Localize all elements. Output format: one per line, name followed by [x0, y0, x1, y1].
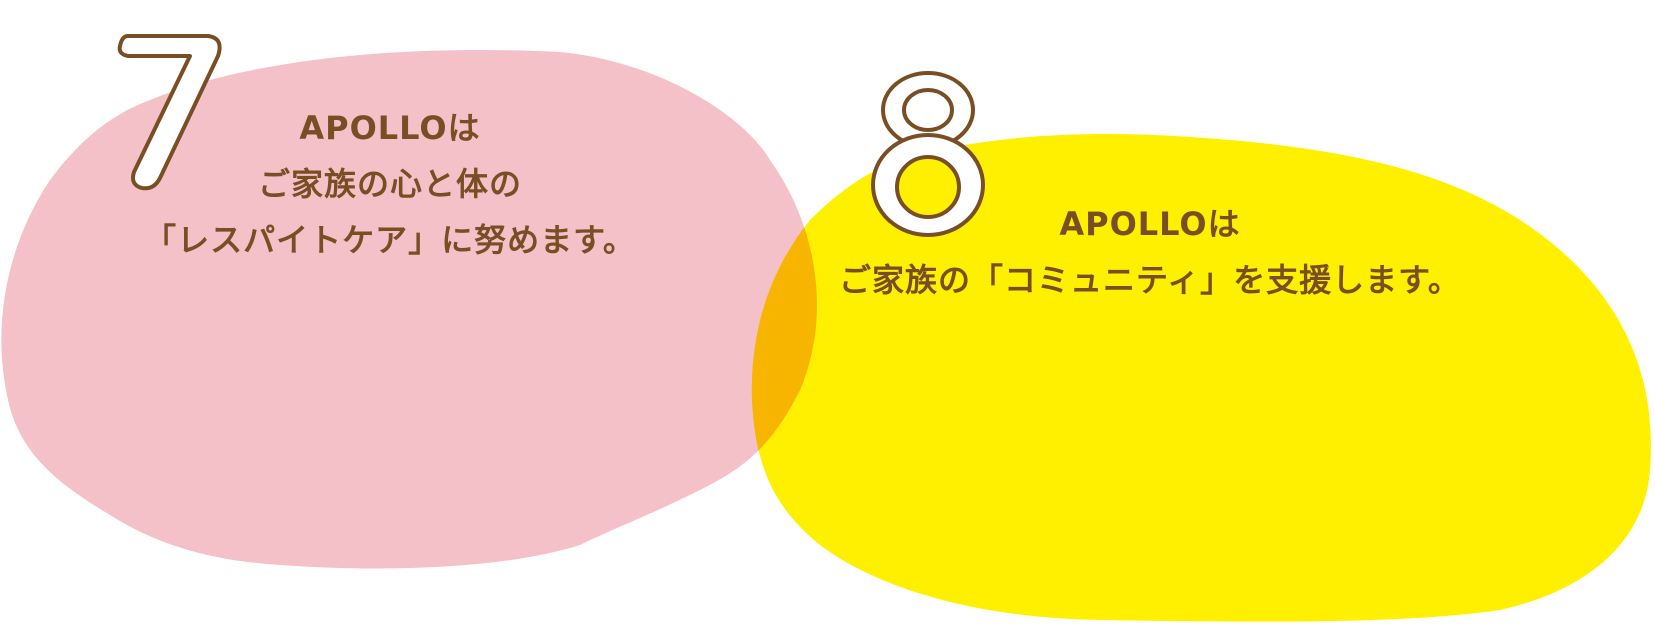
- point-7-line-1: APOLLOは: [299, 109, 481, 147]
- point-7-line-2: ご家族の心と体の: [257, 165, 522, 203]
- point-8-line-1: APOLLOは: [1059, 205, 1241, 243]
- point-8-line-2: ご家族の「コミュニティ」を支援します。: [839, 261, 1461, 299]
- point-8-caption: APOLLOは ご家族の「コミュニティ」を支援します。: [810, 196, 1490, 308]
- point-7-line-3: 「レスパイトケア」に努めます。: [144, 221, 636, 259]
- pink-blob: [1, 49, 817, 569]
- number-7-icon: [117, 34, 222, 191]
- number-8-icon: [871, 71, 985, 237]
- point-7-caption: APOLLOは ご家族の心と体の 「レスパイトケア」に努めます。: [130, 100, 650, 268]
- yellow-blob: [751, 134, 1651, 622]
